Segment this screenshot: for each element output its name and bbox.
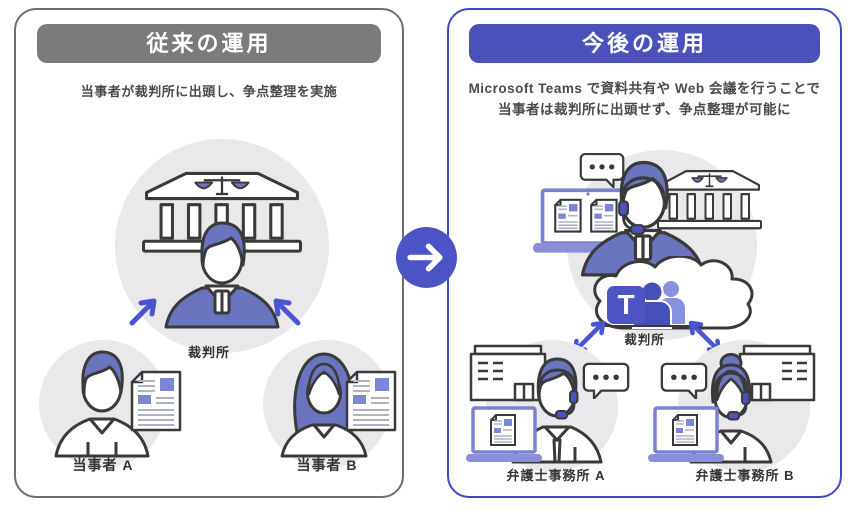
party-b-label: 当事者 B [296, 457, 358, 473]
laptop-document-icon [466, 406, 542, 464]
office-a-label: 弁護士事務所 A [506, 468, 606, 483]
right-panel-subtitle-line1: Microsoft Teams で資料共有や Web 会議を行うことで [468, 81, 821, 96]
teams-logo-letter: T [617, 289, 634, 320]
arrow-up-right-icon [126, 295, 160, 329]
divider-line [598, 325, 702, 327]
right-arrow-icon [407, 243, 443, 272]
party-a-label: 当事者 A [72, 457, 134, 473]
judge-icon [164, 221, 280, 329]
document-icon [345, 370, 397, 432]
arrow-up-left-icon [270, 295, 304, 329]
left-panel-subtitle: 当事者が裁判所に出頭し、争点整理を実施 [80, 84, 338, 99]
chat-bubble-icon [582, 362, 630, 399]
court-label: 裁判所 [624, 333, 665, 347]
transition-arrow-circle [396, 227, 457, 288]
court-label: 裁判所 [187, 345, 230, 360]
document-icon [130, 370, 182, 432]
office-b-label: 弁護士事務所 B [695, 468, 795, 483]
chat-bubble-icon [660, 362, 708, 399]
left-panel-title: 従来の運用 [37, 24, 381, 63]
right-panel: 今後の運用 Microsoft Teams で資料共有や Web 会議を行うこと… [447, 8, 842, 498]
right-panel-title: 今後の運用 [469, 24, 820, 63]
microsoft-teams-logo: T [607, 280, 685, 329]
right-panel-subtitle-line2: 当事者は裁判所に出頭せず、争点整理が可能に [497, 102, 792, 117]
left-panel: 従来の運用 当事者が裁判所に出頭し、争点整理を実施 裁判所 当事者 A 当事者 … [14, 8, 404, 498]
laptop-document-icon [648, 406, 724, 464]
